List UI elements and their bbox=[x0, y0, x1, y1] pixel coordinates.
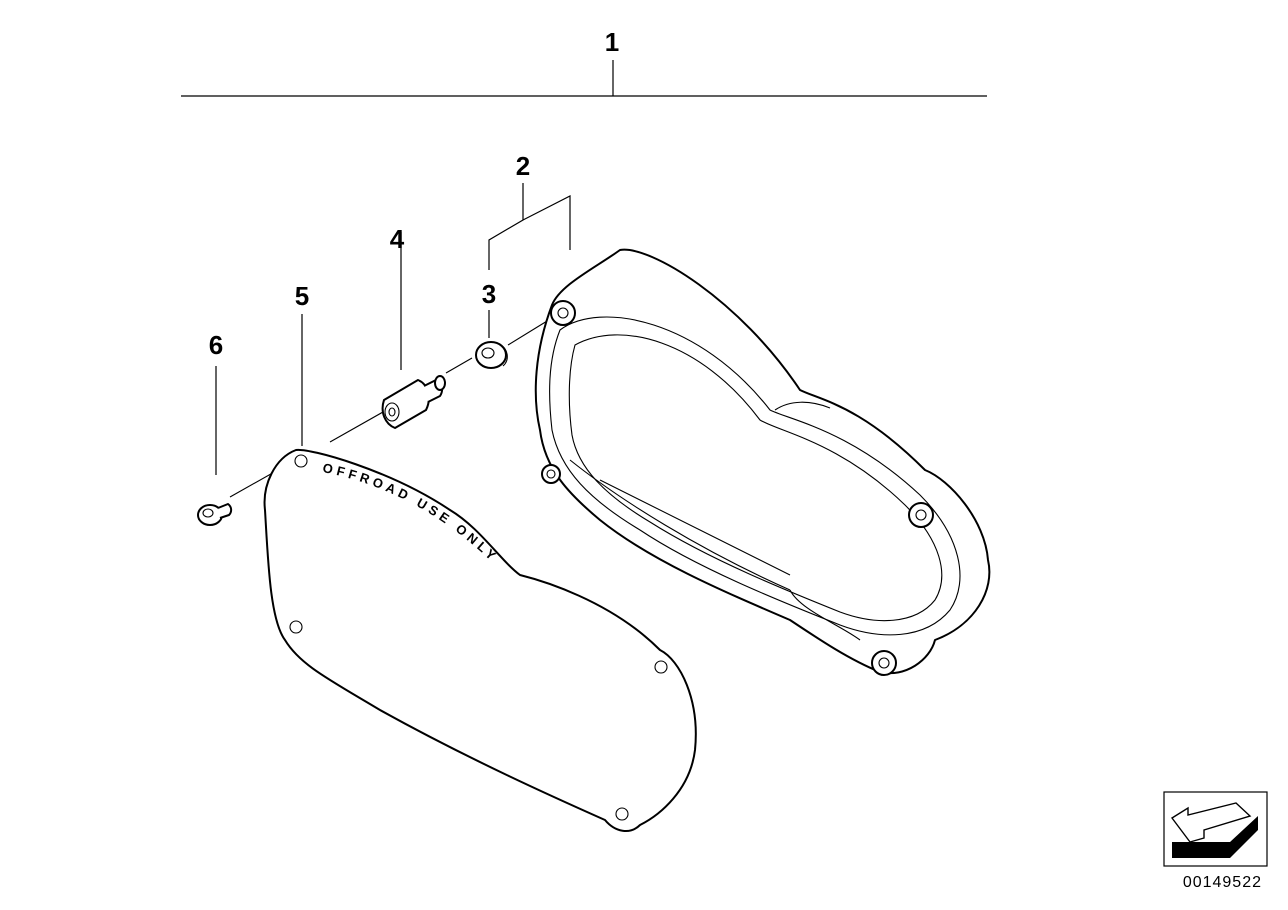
instrument-housing bbox=[534, 248, 991, 676]
callout-1: 1 bbox=[181, 27, 987, 97]
callout-2-leader-b bbox=[522, 195, 571, 250]
callout-6-label: 6 bbox=[209, 330, 223, 360]
callout-4: 4 bbox=[390, 224, 405, 370]
screw bbox=[197, 503, 233, 526]
grommet bbox=[475, 341, 508, 369]
callout-2-leader-a bbox=[488, 183, 524, 270]
callout-2: 2 bbox=[488, 151, 571, 270]
callout-1-label: 1 bbox=[605, 27, 619, 57]
callout-4-label: 4 bbox=[390, 224, 405, 254]
callout-6: 6 bbox=[209, 330, 223, 475]
callout-5-label: 5 bbox=[295, 281, 309, 311]
reference-number: 00149522 bbox=[1183, 874, 1262, 891]
callout-3: 3 bbox=[482, 279, 496, 338]
orientation-box bbox=[1163, 791, 1268, 867]
callout-5: 5 bbox=[295, 281, 309, 446]
sleeve-bushing bbox=[381, 375, 446, 429]
callout-3-label: 3 bbox=[482, 279, 496, 309]
callout-2-label: 2 bbox=[516, 151, 530, 181]
arrow-pointing-icon bbox=[1170, 802, 1258, 858]
